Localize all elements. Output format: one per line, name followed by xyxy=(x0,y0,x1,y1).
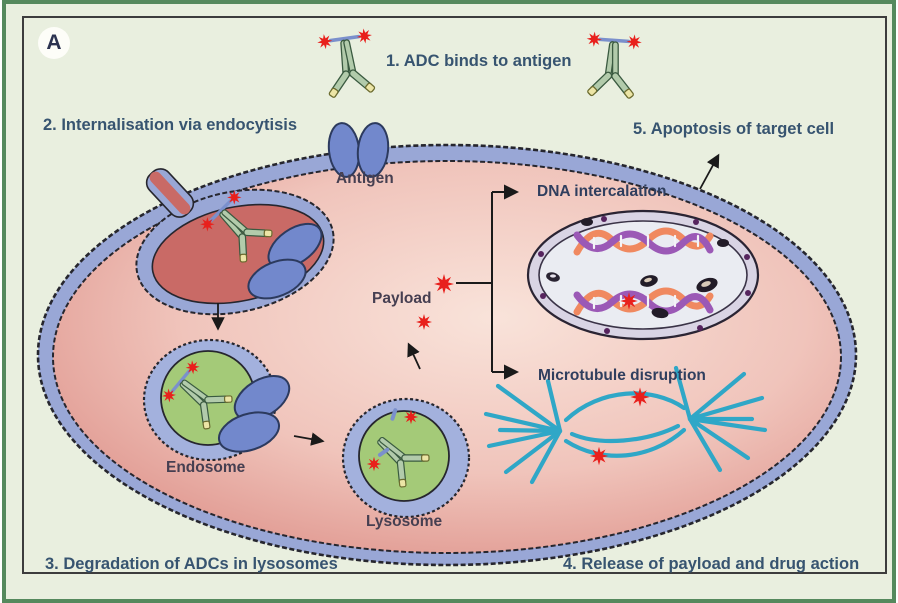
payload-star-icon xyxy=(366,456,382,472)
step5-label: 5. Apoptosis of target cell xyxy=(633,120,835,138)
arrow-icon xyxy=(211,153,720,446)
payload-star-icon xyxy=(589,446,609,466)
antigen-label: Antigen xyxy=(336,170,394,187)
payload-star-icon xyxy=(403,409,419,425)
lysosome-label: Lysosome xyxy=(366,513,443,530)
payload-star-icon xyxy=(620,292,638,310)
payload-label: Payload xyxy=(372,290,432,307)
microtubule-disruption-label: Microtubule disruption xyxy=(538,367,706,384)
endocytic-neck xyxy=(145,168,195,218)
dna-helix-icon xyxy=(573,227,714,316)
endosome-icon xyxy=(142,338,291,462)
payload-star-icon xyxy=(416,314,432,330)
payload-star-icon xyxy=(630,387,650,407)
step4-label: 4. Release of payload and drug action xyxy=(563,555,860,573)
antigen-receptor-icon xyxy=(233,374,291,422)
antigen-receptor-icon xyxy=(217,411,281,453)
adc-antibody-icon xyxy=(316,27,380,99)
endosome-label: Endosome xyxy=(166,459,246,476)
antigen-receptor-icon xyxy=(327,122,390,178)
nucleus-icon xyxy=(526,209,760,341)
lysosome-icon xyxy=(341,397,471,519)
branch-bracket xyxy=(456,184,519,380)
step1-label: 1. ADC binds to antigen xyxy=(386,52,572,70)
payload-star-icon xyxy=(434,274,454,294)
antigen-receptor-icon xyxy=(247,258,307,300)
endocytic-vesicle xyxy=(135,168,335,316)
dna-intercalation-label: DNA intercalation xyxy=(537,183,667,200)
chromatin-dots xyxy=(546,218,729,319)
step3-label: 3. Degradation of ADCs in lysosomes xyxy=(45,555,338,573)
panel-label: A xyxy=(38,27,70,59)
step2-label: 2. Internalisation via endocytisis xyxy=(43,116,298,134)
adc-antibody-icon xyxy=(583,31,643,99)
panel-label-text: A xyxy=(46,31,62,54)
microtubule-spindle-icon xyxy=(483,365,768,485)
